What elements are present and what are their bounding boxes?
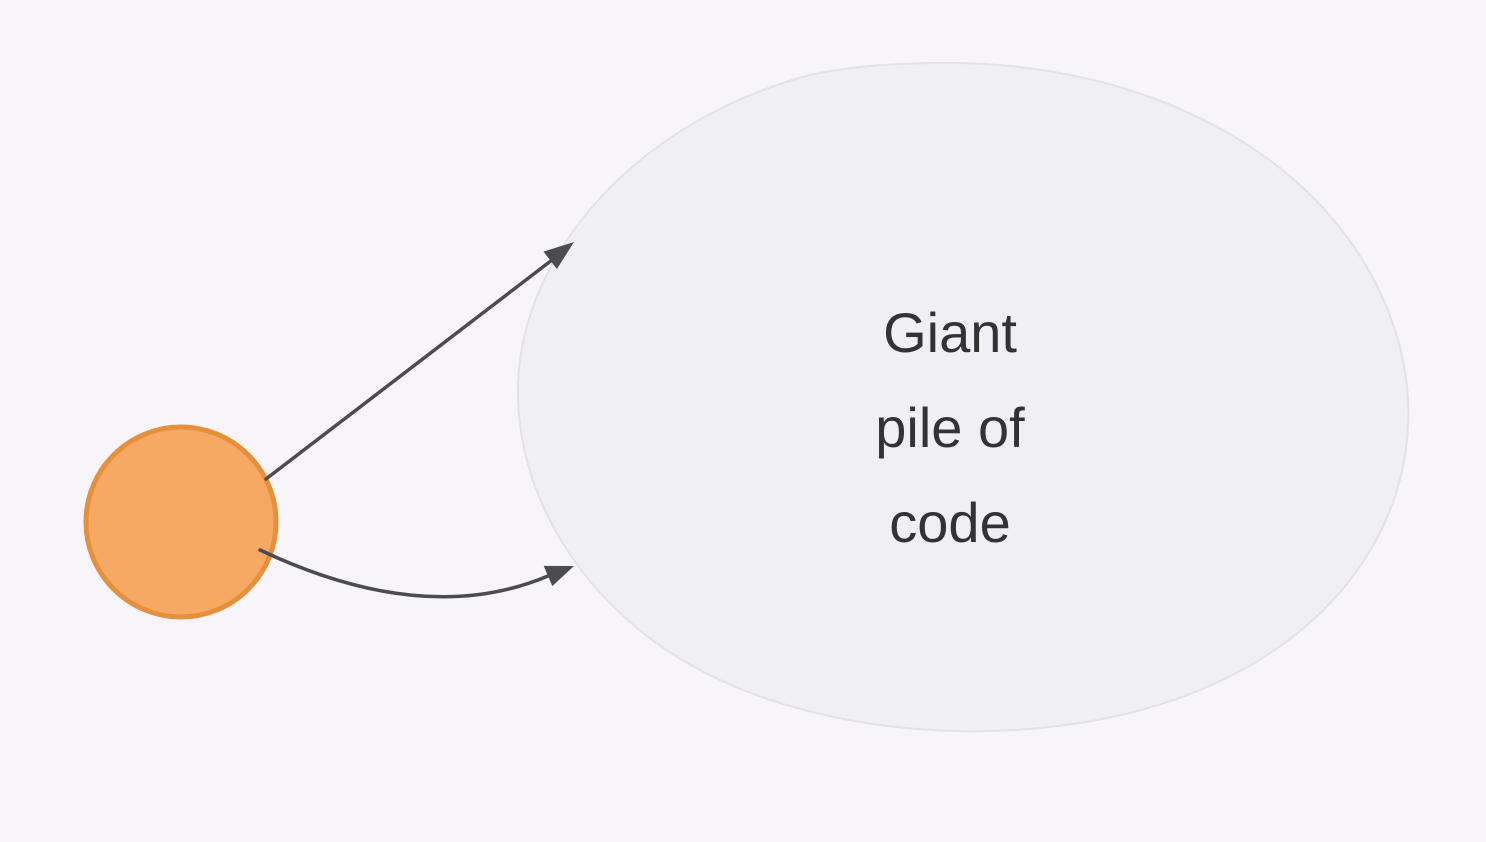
blob-label-line-1: Giant [883, 301, 1017, 364]
blob-label-line-2: pile of [875, 396, 1025, 459]
curved-arrow-head-icon [543, 565, 574, 587]
small-node-circle [83, 424, 279, 620]
straight-arrow [264, 242, 574, 481]
blob-label-line-3: code [889, 491, 1010, 554]
straight-arrow-head-icon [543, 242, 574, 269]
straight-arrow-line [264, 258, 554, 481]
giant-pile-of-code-shape [516, 61, 1410, 733]
curved-arrow-line [258, 548, 550, 599]
curved-arrow [258, 548, 574, 599]
